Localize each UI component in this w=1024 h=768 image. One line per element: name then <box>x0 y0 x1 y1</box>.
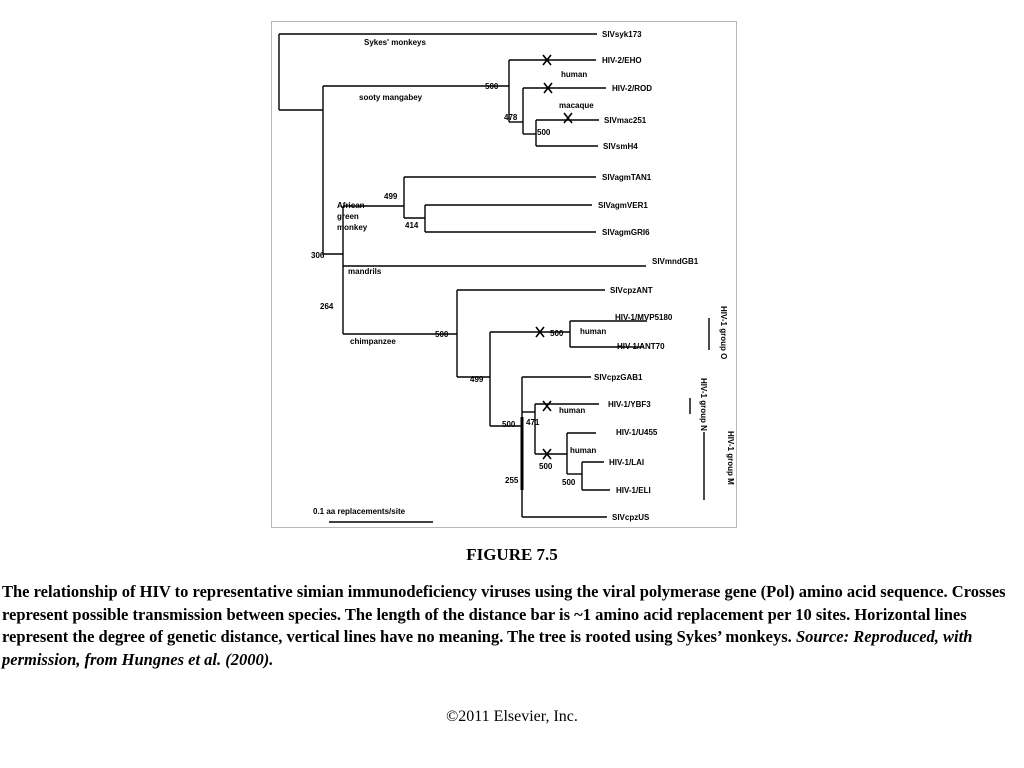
taxon-label: HIV-1/YBF3 <box>608 400 651 409</box>
host-group-label: monkey <box>337 223 368 232</box>
taxon-label: SIVcpzUS <box>612 513 650 522</box>
host-group-label: green <box>337 212 359 221</box>
phylogenetic-tree: SIVsyk173 HIV-2/EHO HIV-2/ROD SIVmac251 … <box>278 30 735 523</box>
hiv1-group-label: HIV-1 group M <box>726 431 735 485</box>
taxon-label: SIVsyk173 <box>602 30 642 39</box>
taxon-label: SIVagmTAN1 <box>602 173 652 182</box>
bootstrap-value: 500 <box>550 329 564 338</box>
scale-bar-label: 0.1 aa replacements/site <box>313 507 406 516</box>
bootstrap-value: 255 <box>505 476 519 485</box>
transmission-cross <box>542 400 552 412</box>
figure-caption: The relationship of HIV to representativ… <box>2 581 1018 671</box>
host-group-label: human <box>561 70 587 79</box>
bootstrap-value: 306 <box>311 251 325 260</box>
copyright-notice: ©2011 Elsevier, Inc. <box>446 708 578 725</box>
taxon-label: HIV-2/ROD <box>612 84 652 93</box>
taxon-label: SIVsmH4 <box>603 142 638 151</box>
transmission-cross <box>563 112 573 124</box>
caption-text: The relationship of HIV to representativ… <box>2 582 1006 646</box>
bootstrap-value: 478 <box>504 113 518 122</box>
taxon-label: SIVmac251 <box>604 116 647 125</box>
taxon-label: SIVagmGRI6 <box>602 228 650 237</box>
taxon-label: HIV-2/EHO <box>602 56 642 65</box>
host-group-label: mandrils <box>348 267 382 276</box>
hiv1-group-label: HIV-1 group O <box>719 306 728 359</box>
host-group-label: chimpanzee <box>350 337 396 346</box>
hiv1-group-label: HIV-1 group N <box>699 378 708 431</box>
taxon-label: HIV-1/U455 <box>616 428 658 437</box>
host-group-label: human <box>580 327 606 336</box>
bootstrap-value: 500 <box>539 462 553 471</box>
bootstrap-value: 500 <box>485 82 499 91</box>
bootstrap-value: 500 <box>435 330 449 339</box>
transmission-crosses <box>535 54 573 460</box>
bootstrap-value: 471 <box>526 418 540 427</box>
taxon-label: HIV-1/MVP5180 <box>615 313 673 322</box>
host-group-label: human <box>570 446 596 455</box>
taxon-label: SIVcpzGAB1 <box>594 373 643 382</box>
bootstrap-value: 499 <box>470 375 484 384</box>
transmission-cross <box>543 82 553 94</box>
bootstrap-value: 264 <box>320 302 334 311</box>
host-group-label: human <box>559 406 585 415</box>
taxon-label: SIVmndGB1 <box>652 257 699 266</box>
taxon-label: SIVagmVER1 <box>598 201 648 210</box>
bootstrap-value: 500 <box>537 128 551 137</box>
host-group-label: macaque <box>559 101 594 110</box>
transmission-cross <box>542 448 552 460</box>
taxon-label: SIVcpzANT <box>610 286 653 295</box>
figure-caption-title: FIGURE 7.5 <box>466 545 558 564</box>
host-group-label: Sykes' monkeys <box>364 38 426 47</box>
bootstrap-value: 500 <box>562 478 576 487</box>
tree-branches <box>278 33 710 523</box>
bootstrap-value: 499 <box>384 192 398 201</box>
bootstrap-value: 414 <box>405 221 419 230</box>
bootstrap-value: 500 <box>502 420 516 429</box>
caption-source: Source: Reproduced, with permission, fro… <box>2 627 973 669</box>
taxon-label: HIV-1/LAI <box>609 458 644 467</box>
phylogenetic-tree-figure: SIVsyk173 HIV-2/EHO HIV-2/ROD SIVmac251 … <box>271 21 737 528</box>
taxon-label: HIV-1/ELI <box>616 486 651 495</box>
host-group-label: African <box>337 201 365 210</box>
transmission-cross <box>535 326 545 338</box>
host-group-label: sooty mangabey <box>359 93 423 102</box>
taxon-label: HIV-1/ANT70 <box>617 342 665 351</box>
transmission-cross <box>542 54 552 66</box>
